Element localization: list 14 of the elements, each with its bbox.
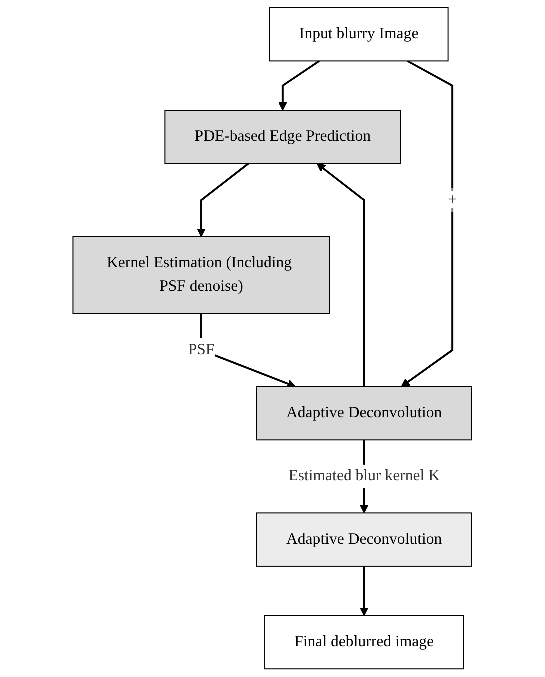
node-box: PDE-based Edge Prediction [164, 110, 402, 164]
node-box: Final deblurred image [264, 615, 464, 670]
arrow [278, 60, 320, 111]
node-box: Adaptive Deconvolution [256, 386, 472, 441]
node-box: Adaptive Deconvolution [256, 512, 472, 567]
arrow [401, 60, 454, 388]
node-box: Input blurry Image [269, 7, 449, 62]
edge-label: + [448, 191, 458, 208]
node-box: Kernel Estimation (Including PSF denoise) [72, 236, 330, 314]
arrow [197, 163, 250, 238]
edge-label: Estimated blur kernel K [288, 468, 440, 485]
arrow [360, 566, 369, 616]
arrow [316, 163, 366, 387]
edge-label: PSF [188, 341, 215, 358]
